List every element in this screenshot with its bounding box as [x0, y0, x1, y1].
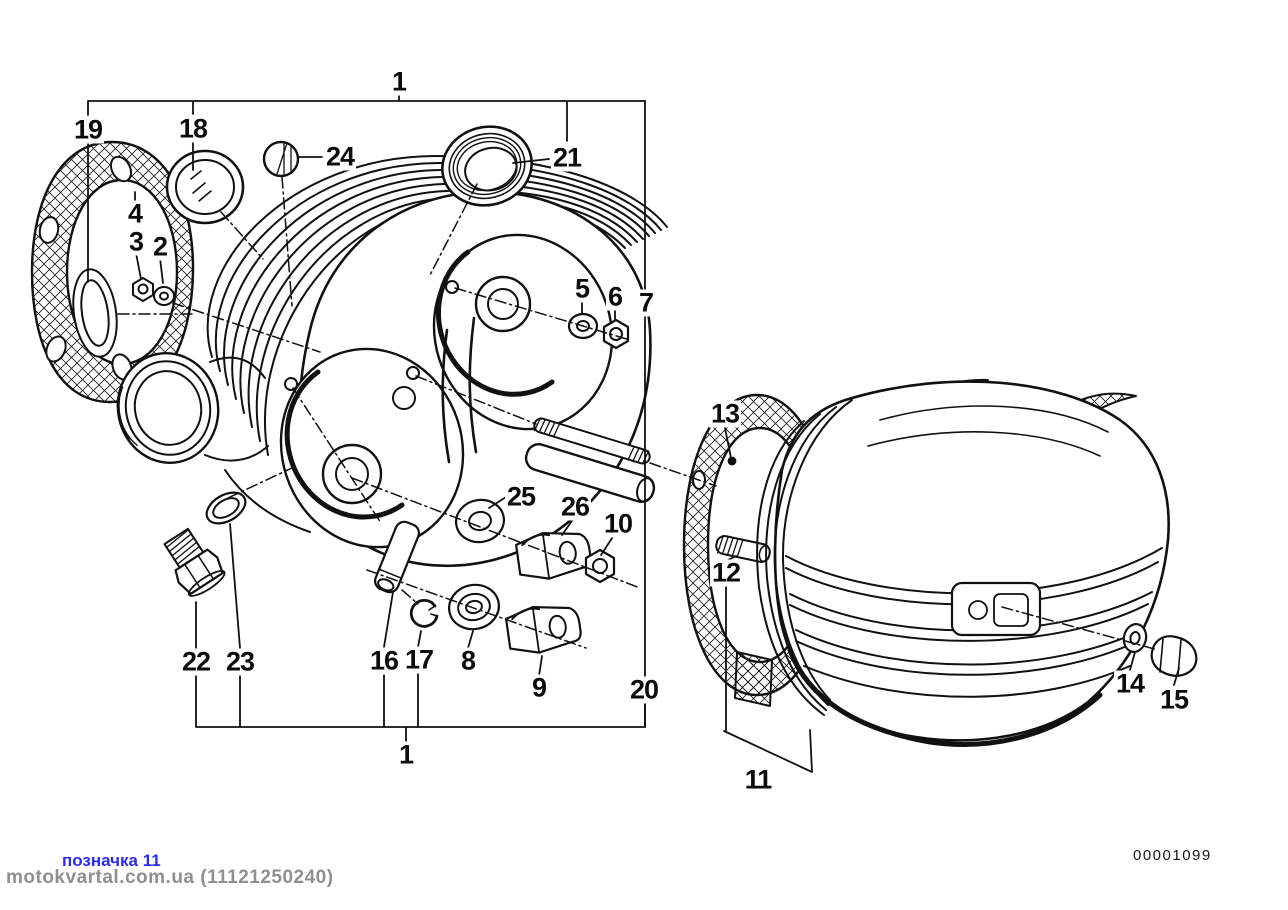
callout-6: 6: [605, 281, 625, 312]
callout-10: 10: [601, 508, 635, 539]
callout-7: 7: [636, 287, 656, 318]
callout-5: 5: [572, 273, 592, 304]
callout-8: 8: [458, 645, 478, 676]
callout-1: 1: [396, 739, 416, 770]
pushrod-tube: [524, 443, 656, 503]
callout-26: 26: [558, 491, 592, 522]
callout-14: 14: [1113, 668, 1147, 699]
callout-18: 18: [176, 113, 210, 144]
callout-24: 24: [323, 141, 357, 172]
callout-lines: [87, 94, 1180, 773]
acorn-nut-15: [1150, 635, 1198, 677]
callout-21: 21: [550, 142, 584, 173]
callout-12: 12: [709, 557, 743, 588]
circlip-17: [409, 598, 439, 628]
watermark-site: motokvartal.com.ua (11121250240): [6, 867, 334, 888]
hex-nut-6: [602, 318, 630, 350]
hex-nut-3: [132, 277, 154, 302]
valve-seal-ring: [72, 268, 118, 358]
callout-15: 15: [1157, 684, 1191, 715]
seal-ring-18: [165, 149, 245, 225]
callout-19: 19: [71, 114, 105, 145]
head-gasket-drawing: [30, 140, 195, 404]
callout-13: 13: [708, 398, 742, 429]
intake-thread-plug: [441, 125, 533, 207]
callout-17: 17: [402, 644, 436, 675]
document-number: 00001099: [1133, 847, 1212, 864]
reference-lines: [117, 176, 1159, 651]
seal-ring-23: [205, 491, 247, 525]
callout-25: 25: [504, 481, 538, 512]
callout-20: 20: [627, 674, 661, 705]
exhaust-port-threads: [116, 352, 220, 464]
clamp-block-9: [505, 605, 582, 654]
callout-23: 23: [223, 646, 257, 677]
callout-2: 2: [150, 231, 170, 262]
callout-16: 16: [367, 645, 401, 676]
callout-22: 22: [179, 646, 213, 677]
watermark-tag: позначка 11: [62, 851, 161, 870]
callout-11: 11: [742, 764, 774, 795]
hex-nut-10: [584, 548, 616, 584]
valve-guide-16: [374, 520, 420, 594]
cylinder-head-fins: [206, 155, 668, 533]
valve-cover-drawing: [756, 380, 1170, 747]
cup-washer-8: [448, 583, 500, 631]
callout-1: 1: [389, 66, 409, 97]
oil-filler-cap: [262, 140, 300, 178]
callout-9: 9: [529, 672, 549, 703]
drain-plug-22: [163, 527, 226, 597]
callout-4: 4: [125, 198, 145, 229]
callout-3: 3: [126, 226, 146, 257]
washer-2: [153, 286, 175, 306]
